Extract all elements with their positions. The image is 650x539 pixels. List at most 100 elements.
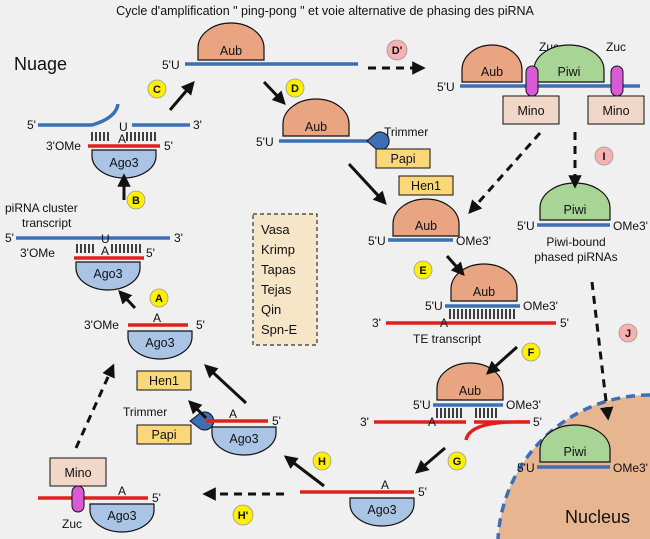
ago3-protein — [349, 497, 415, 527]
svg-text:OMe3': OMe3' — [506, 398, 541, 412]
svg-text:Zuc: Zuc — [62, 517, 82, 531]
svg-text:A: A — [101, 244, 109, 258]
svg-text:A: A — [155, 293, 163, 305]
ago3-cluster-complex: piRNA cluster transcript 5' 3' U A 3'OMe… — [5, 201, 183, 291]
svg-text:Mino: Mino — [64, 466, 91, 480]
svg-text:H': H' — [238, 510, 249, 522]
piwi-nuclear-complex: Piwi 5'U OMe3' — [517, 424, 648, 475]
alternative-pathway-arrows — [74, 61, 614, 501]
svg-text:OMe3': OMe3' — [456, 234, 491, 248]
svg-text:Piwi: Piwi — [564, 203, 587, 217]
svg-text:Ago3: Ago3 — [367, 503, 396, 517]
ago3-protein — [211, 426, 277, 456]
nucleus-label: Nucleus — [565, 507, 630, 527]
svg-text:3'OMe: 3'OMe — [46, 139, 81, 153]
nuage-label: Nuage — [14, 54, 67, 74]
aub-protein — [461, 44, 523, 83]
svg-text:3': 3' — [193, 118, 202, 132]
aub-protein — [392, 198, 460, 237]
svg-text:Trimmer: Trimmer — [123, 405, 167, 419]
pathway-arrows — [117, 80, 519, 488]
svg-text:J: J — [625, 328, 631, 340]
svg-text:3': 3' — [174, 231, 183, 245]
svg-text:5': 5' — [418, 485, 427, 499]
svg-text:I: I — [602, 151, 605, 163]
svg-text:5': 5' — [164, 139, 173, 153]
step-b-marker: B — [126, 190, 146, 210]
svg-text:A: A — [440, 316, 448, 330]
hen1-box — [398, 175, 454, 196]
svg-text:Aub: Aub — [220, 44, 242, 58]
svg-text:5': 5' — [152, 491, 161, 505]
piwi-protein — [539, 424, 611, 463]
ago3-zuc-complex: Mino Zuc A 5' Ago3 — [38, 457, 161, 533]
step-d-prime-marker: D' — [386, 39, 408, 61]
svg-text:Hen1: Hen1 — [411, 179, 441, 193]
svg-text:U: U — [101, 232, 110, 246]
svg-text:D': D' — [392, 45, 403, 57]
ago3-released-complex: A 5' Ago3 — [300, 478, 427, 527]
svg-text:B: B — [132, 195, 140, 207]
svg-text:Ago3: Ago3 — [109, 156, 138, 170]
factor-label: Spn-E — [261, 322, 297, 337]
svg-text:5': 5' — [560, 316, 569, 330]
svg-text:Zuc: Zuc — [606, 40, 626, 54]
step-f-marker: F — [521, 342, 541, 362]
svg-text:Aub: Aub — [459, 384, 481, 398]
step-g-marker: G — [447, 451, 467, 471]
step-a-marker: A — [149, 288, 169, 308]
svg-text:OMe3': OMe3' — [523, 299, 558, 313]
step-h-prime-marker: H' — [232, 504, 254, 526]
aub-pre-pirna: Aub 5'U — [162, 22, 358, 72]
svg-text:3': 3' — [360, 415, 369, 429]
svg-text:5': 5' — [533, 415, 542, 429]
hen1-box — [136, 370, 192, 391]
base-a: A — [118, 132, 126, 146]
svg-text:Trimmer: Trimmer — [384, 125, 428, 139]
nuage-factors-box — [252, 213, 318, 346]
svg-text:Aub: Aub — [481, 65, 503, 79]
aub-mature-pirna: Aub 5'U OMe3' — [368, 198, 491, 248]
svg-text:5'U: 5'U — [256, 135, 274, 149]
svg-text:transcript: transcript — [22, 216, 72, 230]
svg-text:Ago3: Ago3 — [145, 336, 174, 350]
svg-text:Papi: Papi — [151, 428, 176, 442]
step-h-marker: H — [312, 451, 332, 471]
aub-te-complex: Aub 5'U OMe3' 3' A 5' TE transcript — [372, 263, 569, 346]
svg-text:C: C — [153, 84, 161, 96]
zuc-nuclease — [525, 65, 539, 97]
ago3-cluster-complex-top: 5' 3' U A 3'OMe 5' Ago3 — [27, 103, 202, 179]
svg-text:Piwi-bound: Piwi-bound — [546, 235, 605, 249]
step-i-marker: I — [594, 146, 614, 166]
papi-box — [375, 148, 431, 169]
svg-text:G: G — [453, 456, 462, 468]
svg-text:A: A — [381, 478, 389, 492]
svg-text:3': 3' — [372, 316, 381, 330]
aub-protein — [282, 98, 350, 137]
mino-box — [587, 95, 645, 125]
svg-text:E: E — [419, 265, 426, 277]
svg-text:phased piRNAs: phased piRNAs — [534, 250, 617, 264]
svg-text:5'U: 5'U — [425, 299, 443, 313]
zuc-nuclease — [610, 65, 624, 97]
svg-text:F: F — [528, 347, 535, 359]
svg-text:Ago3: Ago3 — [93, 267, 122, 281]
factor-label: Tapas — [261, 262, 296, 277]
factor-label: Qin — [261, 302, 281, 317]
svg-text:3'OMe: 3'OMe — [84, 318, 119, 332]
ago3-loaded-complex: 3'OMe A 5' Ago3 — [84, 311, 205, 360]
svg-text:D: D — [291, 83, 299, 95]
svg-text:A: A — [118, 484, 126, 498]
svg-text:5'U: 5'U — [437, 80, 455, 94]
svg-text:A: A — [428, 415, 436, 429]
svg-text:Piwi: Piwi — [558, 65, 581, 79]
svg-text:5': 5' — [146, 246, 155, 260]
svg-text:5': 5' — [196, 318, 205, 332]
svg-text:Ago3: Ago3 — [229, 432, 258, 446]
svg-text:A: A — [229, 407, 237, 421]
aub-trimming-complex: Aub 5'U Trimmer Papi — [256, 98, 431, 169]
piwi-phased-pirna: Piwi 5'U OMe3' Piwi-bound phased piRNAs — [517, 182, 648, 264]
svg-text:5': 5' — [5, 231, 14, 245]
step-c-marker: C — [147, 79, 167, 99]
